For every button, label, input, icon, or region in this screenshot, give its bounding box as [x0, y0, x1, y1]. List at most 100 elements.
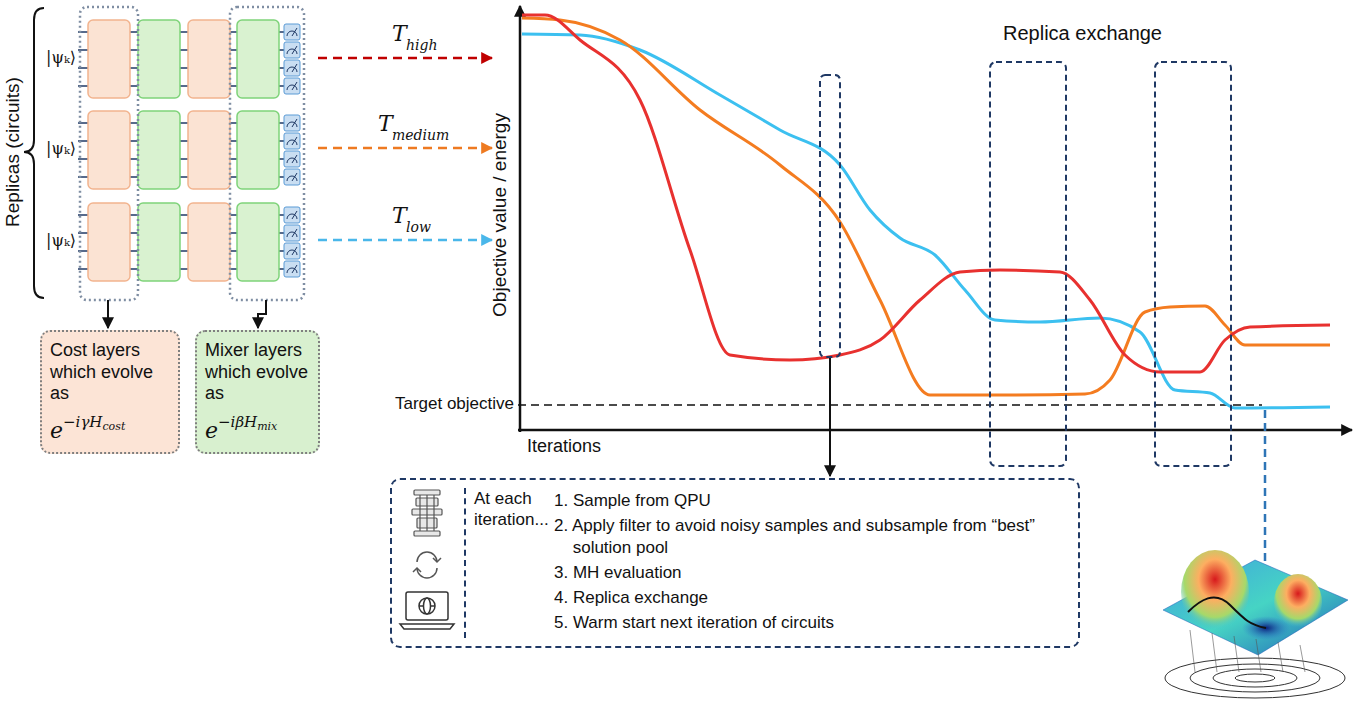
qpu-stage	[414, 531, 440, 536]
cycle-arrow	[417, 568, 437, 578]
axis-label: Objective value / energy	[490, 113, 511, 317]
laptop-screen	[406, 592, 448, 620]
formula-base: e	[50, 417, 63, 442]
cycle-arrow-head	[433, 558, 441, 562]
qpu-wire	[426, 495, 427, 531]
cost-layer-box: Cost layers which evolve ase−iγHcost	[40, 330, 180, 454]
objective-curve	[522, 34, 1330, 408]
drop-line	[1190, 630, 1195, 672]
step-item: 3. MH evaluation	[554, 562, 1068, 583]
landscape-peak	[1181, 550, 1249, 634]
meter-needle	[292, 155, 297, 163]
replica-circuit	[78, 20, 300, 98]
cost-layer-block	[188, 20, 230, 98]
meter-needle	[292, 82, 297, 90]
meter-needle	[292, 265, 297, 273]
step-item: 1. Sample from QPU	[554, 490, 1068, 511]
replica-circuit	[78, 203, 300, 281]
formula-exponent: −iβHmix	[218, 413, 277, 431]
iteration-highlight-box	[820, 75, 840, 357]
temperature-subscript: medium	[392, 128, 449, 143]
drop-line	[1234, 636, 1239, 672]
formula-subscript: mix	[257, 420, 277, 433]
mixer-layer-block	[237, 203, 279, 281]
search-path	[1188, 597, 1266, 628]
cycle-arrow-head	[413, 568, 421, 572]
temperature-arrow	[318, 57, 492, 60]
meter-needle	[292, 211, 297, 219]
meter-needle	[292, 137, 297, 145]
cost-layer-block	[88, 111, 130, 189]
measurement-symbol	[284, 24, 300, 40]
dotted-column-outline	[80, 7, 138, 300]
formula-exponent: −iγHcost	[63, 413, 125, 431]
temperature-arrow	[318, 147, 492, 150]
contour-line	[1235, 674, 1275, 682]
laptop-base	[400, 624, 454, 629]
y-axis	[519, 6, 522, 432]
measurement-symbol	[284, 169, 300, 185]
drop-line	[1278, 642, 1283, 672]
temperature-subscript: high	[406, 38, 437, 53]
box-description: Mixer layers which evolve as	[205, 340, 310, 405]
leader-arrow	[107, 300, 109, 328]
mixer-layer-box: Mixer layers which evolve as e−iβHmix	[195, 330, 320, 454]
target-label: Target objective	[395, 395, 514, 414]
cost-layer-block	[88, 20, 130, 98]
formula-base: e	[205, 417, 218, 442]
objective-curve	[522, 18, 1330, 395]
dotted-column-outline	[230, 7, 304, 300]
contour-line	[1213, 669, 1297, 687]
replica-circuit	[78, 111, 300, 189]
meter-needle	[292, 46, 297, 54]
mixer-layer-block	[138, 20, 180, 98]
target-line	[518, 404, 1262, 406]
formula: e−iβHmix	[205, 413, 310, 444]
objective-curve	[522, 15, 1330, 372]
drop-line	[1212, 633, 1217, 672]
drop-line	[1300, 645, 1305, 672]
temperature-label: T	[378, 112, 393, 136]
measurement-symbol	[284, 42, 300, 58]
meter-needle	[292, 28, 297, 36]
formula-exponent-text: −iγH	[63, 413, 102, 431]
formula-exponent-text: −iβH	[218, 413, 257, 431]
annotation-label: Replica exchange	[1003, 22, 1162, 44]
axis-label: Iterations	[527, 437, 601, 457]
step-item: 2. Apply filter to avoid noisy samples a…	[554, 515, 1068, 558]
steps-list: 1. Sample from QPU 2. Apply filter to avo…	[554, 488, 1068, 638]
measurement-symbol	[284, 261, 300, 277]
meter-needle	[292, 119, 297, 127]
drop-line	[1256, 639, 1261, 672]
brace	[24, 8, 44, 298]
meter-needle	[292, 229, 297, 237]
measurement-symbol	[284, 151, 300, 167]
contour-line	[1165, 658, 1345, 698]
qpu-wire	[419, 495, 420, 531]
measurement-symbol	[284, 243, 300, 259]
qpu-wire	[433, 495, 434, 531]
measurement-symbol	[284, 207, 300, 223]
replica-exchange-box	[1155, 62, 1231, 466]
iteration-steps-box: At each iteration... 1. Sample from QPU 2.…	[390, 478, 1080, 648]
cycle-arrow	[417, 552, 437, 562]
steps-heading: At each iteration...	[474, 488, 546, 638]
leader-arrow	[258, 300, 266, 328]
temperature-label: T	[392, 22, 407, 46]
measurement-symbol	[284, 225, 300, 241]
energy-landscape	[1163, 550, 1348, 698]
globe	[419, 598, 435, 614]
step-item: 5. Warm start next iteration of circuits	[554, 612, 1068, 633]
leader-arrow	[829, 358, 831, 476]
step-item: 4. Replica exchange	[554, 587, 1068, 608]
laptop-icon	[400, 592, 454, 629]
group-label: Replicas (circuits)	[3, 77, 24, 227]
globe-line	[424, 598, 431, 614]
icons	[392, 484, 464, 644]
measurement-symbol	[284, 133, 300, 149]
measurement-symbol	[284, 60, 300, 76]
state-label: |ψₖ⟩	[46, 49, 76, 67]
cost-layer-block	[188, 203, 230, 281]
contour-line	[1190, 664, 1320, 692]
